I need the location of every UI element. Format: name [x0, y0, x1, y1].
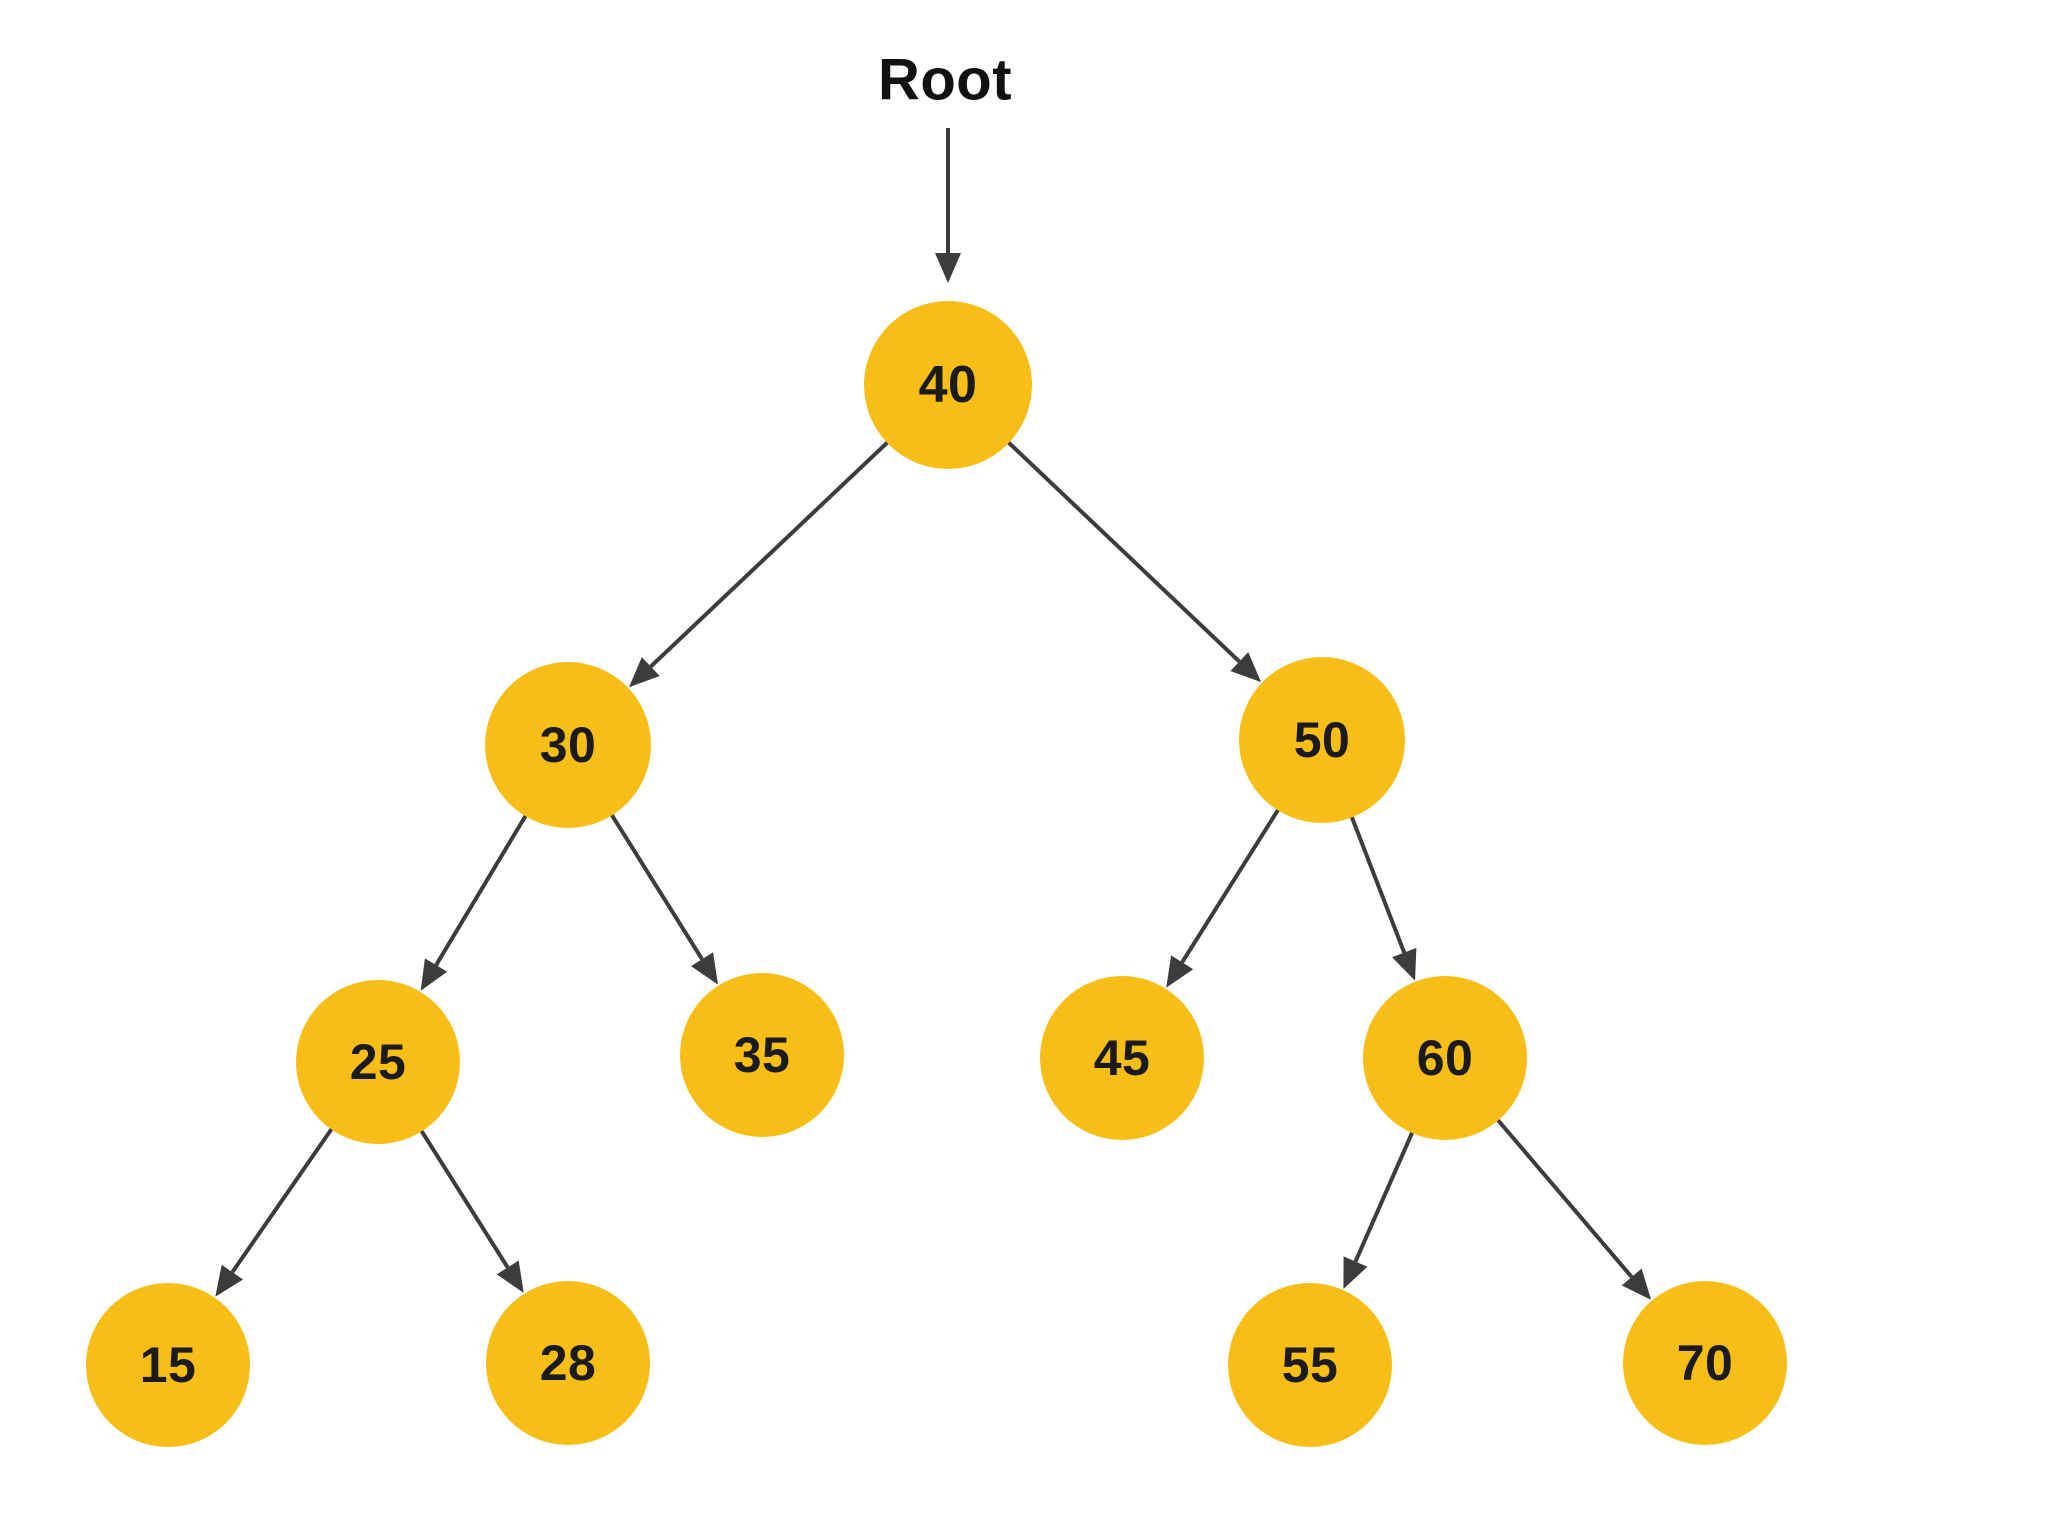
- edge-arrowhead: [1621, 1268, 1652, 1300]
- edge-line: [649, 439, 890, 669]
- edge-arrowhead: [1392, 947, 1417, 981]
- edge-arrowhead: [628, 657, 660, 688]
- tree-node-25[interactable]: 25: [296, 980, 460, 1144]
- tree-node-45[interactable]: 45: [1040, 976, 1204, 1140]
- edge-line: [1353, 1130, 1415, 1263]
- edge-arrowhead: [691, 952, 718, 985]
- tree-node-60[interactable]: 60: [1363, 976, 1527, 1140]
- tree-node-label: 25: [349, 1034, 407, 1090]
- tree-node-40[interactable]: 40: [864, 301, 1032, 469]
- edge-line: [1349, 814, 1407, 954]
- edge-arrowhead: [215, 1264, 244, 1297]
- tree-node-label: 35: [733, 1027, 791, 1083]
- tree-node-50[interactable]: 50: [1239, 657, 1405, 823]
- edge-line: [1006, 440, 1241, 663]
- tree-node-15[interactable]: 15: [86, 1283, 250, 1447]
- edge-arrowhead: [935, 253, 961, 283]
- tree-node-label: 30: [539, 717, 597, 773]
- edge-arrowhead: [1343, 1256, 1368, 1290]
- tree-node-label: 28: [539, 1335, 597, 1391]
- tree-node-70[interactable]: 70: [1623, 1281, 1787, 1445]
- edge-arrowhead: [1230, 652, 1262, 683]
- root-pointer-label: Root: [877, 47, 1013, 113]
- tree-node-label: 50: [1293, 712, 1351, 768]
- tree-node-28[interactable]: 28: [486, 1281, 650, 1445]
- edge-line: [609, 812, 704, 961]
- edge-line: [419, 1128, 510, 1269]
- edge-arrowhead: [496, 1260, 524, 1293]
- tree-node-35[interactable]: 35: [680, 973, 844, 1137]
- tree-node-55[interactable]: 55: [1228, 1283, 1392, 1447]
- edge-line: [1180, 807, 1281, 964]
- edge-line: [1495, 1117, 1634, 1279]
- tree-node-label: 60: [1416, 1030, 1474, 1086]
- tree-node-label: 55: [1281, 1337, 1339, 1393]
- tree-node-30[interactable]: 30: [485, 662, 651, 828]
- edge-line: [434, 813, 529, 967]
- tree-node-label: 40: [918, 356, 978, 414]
- edge-arrowhead: [1166, 955, 1194, 988]
- edge-arrowhead: [420, 958, 448, 991]
- tree-node-label: 45: [1093, 1030, 1151, 1086]
- tree-node-label: 15: [139, 1337, 197, 1393]
- edge-line: [230, 1126, 335, 1274]
- tree-node-label: 70: [1676, 1335, 1734, 1391]
